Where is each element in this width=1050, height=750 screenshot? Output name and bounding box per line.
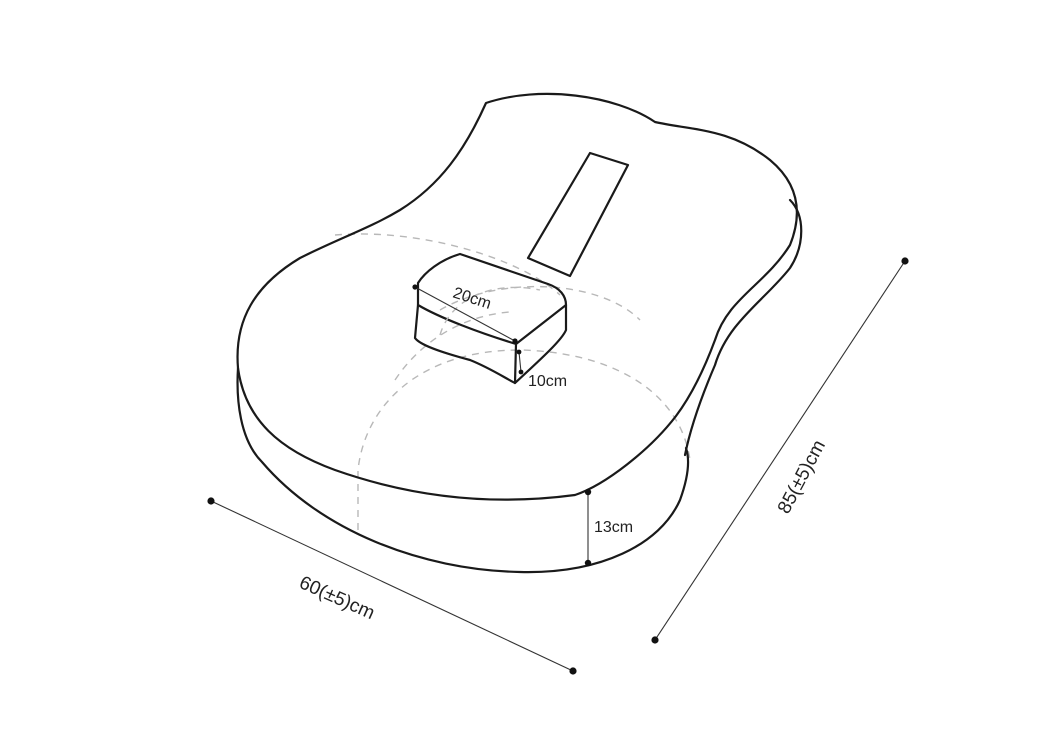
dim-block-length-dot-a [412, 284, 418, 290]
dim-block-height: 10cm [516, 349, 567, 390]
pillow-side-right [683, 198, 803, 457]
dim-length-dot-a [901, 257, 909, 265]
hidden-lower-dome [357, 349, 691, 530]
block-top [416, 252, 568, 346]
dim-thickness-dot-bottom [584, 559, 592, 567]
dim-width-line [210, 500, 574, 672]
top-strap [526, 151, 630, 278]
dim-thickness-dot-top [584, 488, 592, 496]
block-hidden-arc [439, 286, 541, 336]
dim-width: 60(±5)cm [207, 497, 577, 675]
block-right [513, 303, 568, 385]
dim-block-height-dot-b [518, 369, 524, 375]
dim-length-dot-b [651, 636, 659, 644]
small-block [413, 252, 568, 385]
block-front [413, 303, 517, 385]
dim-block-length-line [414, 286, 516, 342]
dim-block-length: 20cm [412, 284, 518, 344]
dim-length: 85(±5)cm [651, 257, 909, 644]
dim-width-dot-b [569, 667, 577, 675]
hidden-lines [334, 233, 691, 530]
dim-width-dot-a [207, 497, 215, 505]
hidden-upper-curve [334, 233, 561, 296]
dim-block-length-dot-b [512, 338, 518, 344]
label-thickness: 13cm [594, 519, 633, 536]
pillow-top-face [236, 92, 798, 501]
dim-block-height-line [518, 351, 522, 373]
label-block-length: 20cm [451, 285, 493, 313]
label-width: 60(±5)cm [296, 572, 378, 624]
hidden-inner-curve [394, 311, 511, 381]
dim-thickness: 13cm [584, 488, 633, 567]
pillow-side-bottom [236, 366, 690, 574]
dim-block-height-dot-a [516, 349, 522, 355]
label-block-height: 10cm [528, 373, 567, 390]
hidden-upper-curve-2 [439, 285, 641, 321]
label-length: 85(±5)cm [774, 437, 830, 518]
dim-length-line [654, 260, 906, 641]
